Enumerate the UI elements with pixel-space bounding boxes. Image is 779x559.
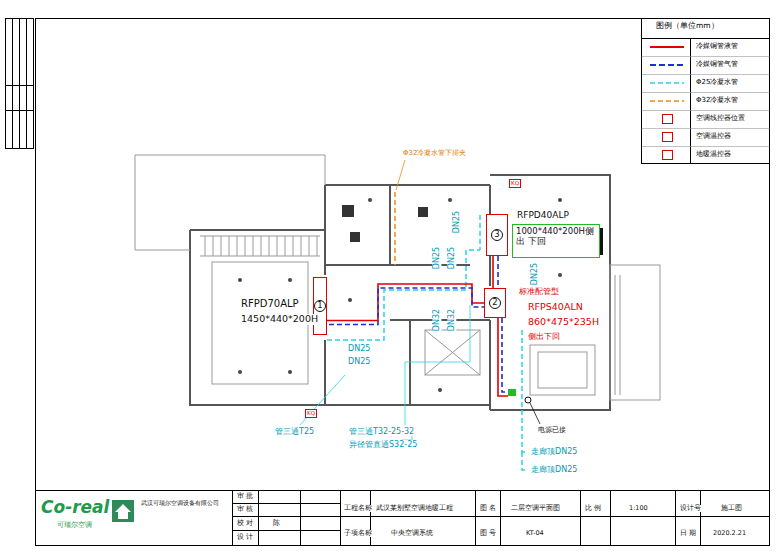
gas-pipe [329, 288, 484, 325]
plan-label: 子项名称 [343, 530, 373, 537]
node-text: KQ [307, 410, 315, 416]
plan-label: RFPD70ALP [240, 298, 300, 310]
title-block-grid [35, 490, 770, 545]
pipe-size: DN32 [432, 308, 441, 332]
callout-number: 3 [494, 230, 499, 240]
drawing-frame [36, 19, 770, 546]
condensate-pipe-32 [394, 192, 396, 265]
plan-label: DN25 [347, 357, 371, 366]
plan-label: RFPS40ALN [527, 302, 584, 313]
pipe-size: DN25 [452, 210, 461, 234]
plan-label: 审 核 [236, 506, 254, 513]
plan-label: 电源已接 [537, 427, 567, 434]
unit-size-box: 1000*440*200H侧出 下回 [512, 224, 600, 258]
plan-label: 管三通T25 [274, 427, 315, 436]
plan-label: Co-real [40, 498, 110, 518]
legend-text: 地暖温控器 [695, 150, 732, 158]
walls [190, 175, 610, 410]
callout-circle: 1 [314, 300, 326, 312]
plan-label: 图 名 [479, 505, 497, 512]
plan-label: DN25 [347, 344, 371, 353]
callout-circle: 3 [491, 229, 503, 241]
legend-table [642, 19, 770, 164]
power-symbol [525, 397, 531, 403]
leader-line [396, 160, 405, 190]
plan-label: 校 对 [236, 520, 254, 527]
plan-label: 陈 [272, 520, 281, 527]
plan-label: 比 例 [584, 505, 602, 512]
plan-label: 设 计 [236, 534, 254, 541]
plan-label: 可瑞尔空调 [56, 522, 93, 529]
plan-label: 管三通T32-25-32 [348, 427, 415, 436]
legend-text: 空调温控器 [695, 132, 732, 140]
side-strip [6, 19, 34, 149]
plan-label: 标准配管型 [518, 287, 560, 296]
plan-label: 设计号 [679, 505, 702, 512]
callout-number: 2 [492, 298, 497, 308]
plan-label: 异径管直通S32-25 [348, 440, 418, 449]
plan-label: Φ32冷凝水管下排夹 [402, 149, 467, 157]
plan-label: 860*475*235H [527, 317, 600, 328]
legend-samples [650, 47, 684, 160]
logo-icon [112, 500, 134, 522]
controller-symbol: KQ [509, 179, 521, 188]
liquid-pipe [327, 284, 484, 321]
plan-label: 二层空调平面图 [510, 505, 561, 512]
plan-label: 2020.2.21 [712, 530, 747, 537]
plan-label: KT-04 [525, 530, 545, 537]
plan-label: 施工图 [720, 505, 743, 512]
callout-circle: 2 [489, 297, 501, 309]
leader-lines [300, 305, 540, 440]
plan-label: 图 号 [479, 530, 497, 537]
pipe-size: DN32 [447, 308, 456, 332]
plan-label: 图例（单位mm） [655, 22, 720, 31]
liquid-pipe [492, 256, 494, 288]
plan-label: RFPD40ALP [516, 210, 570, 220]
refrigerant-pipe [327, 284, 484, 325]
outdoor-pipes [498, 318, 508, 396]
power-point [508, 389, 516, 396]
pipe-size: DN25 [432, 246, 441, 270]
gas-pipe [497, 256, 499, 288]
plan-label: 日 期 [679, 530, 697, 537]
condensate-pipes [327, 215, 527, 470]
node-text: 1000*440*200H侧出 下回 [516, 227, 596, 247]
node-text: KQ [511, 180, 519, 186]
legend-text: 冷媒铜管液管 [695, 42, 739, 50]
plan-label: 走廊顶DN25 [530, 465, 578, 474]
indoor-unit: 1 [313, 277, 327, 335]
legend-text: Φ32冷凝水管 [695, 96, 739, 104]
plan-label: 武汉某别墅空调地暖工程 [375, 505, 454, 512]
callout-number: 1 [317, 301, 322, 311]
legend-text: 空调线控器位置 [695, 114, 746, 122]
plan-label: 1:100 [628, 505, 649, 512]
furniture [342, 205, 428, 242]
legend-text: Φ25冷凝水管 [695, 78, 739, 86]
refrigerant-pipe [493, 256, 498, 288]
pipe-size: DN25 [447, 246, 456, 270]
plan-label: 1450*440*200H [240, 314, 319, 325]
plan-label: 武汉可瑞尔空调设备有限公司 [140, 500, 220, 507]
plan-label: 侧出下回 [527, 332, 561, 341]
pipe-size: DN25 [530, 262, 539, 286]
indoor-unit: 2 [484, 288, 506, 318]
plan-details [135, 155, 660, 400]
legend-text: 冷媒铜管气管 [695, 60, 739, 68]
indoor-unit: 3 [486, 214, 508, 256]
plan-label: 审 批 [236, 493, 254, 500]
plan-label: 走廊顶DN25 [530, 447, 578, 456]
plan-label: 工程名称 [343, 505, 373, 512]
controller-symbol: KQ [305, 409, 317, 418]
plan-label: 中央空调系统 [390, 530, 434, 537]
